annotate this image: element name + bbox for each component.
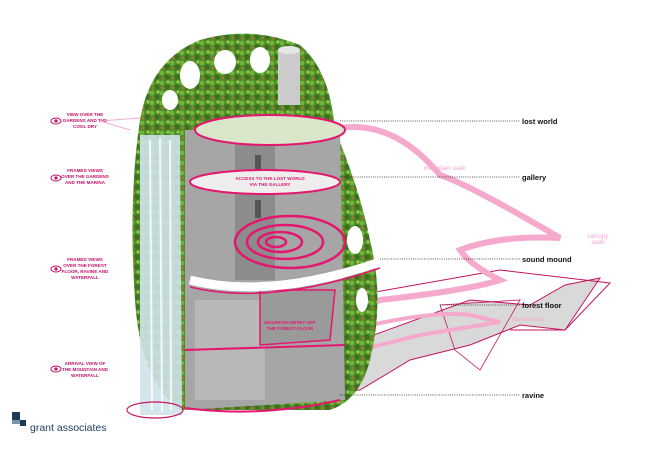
ravine-walk-label: ravine walk <box>512 316 545 323</box>
waterfall <box>126 135 184 419</box>
svg-text:grant associates: grant associates <box>30 422 106 434</box>
chimney <box>278 50 300 105</box>
greenery-openings <box>162 47 368 312</box>
eye-icon <box>50 365 62 373</box>
label-forest-floor: forest floor <box>522 301 562 310</box>
eye-icon <box>50 117 62 125</box>
label-sound-mound: sound mound <box>522 255 572 264</box>
level-labels: lost world gallery sound mound forest fl… <box>340 117 572 400</box>
eye-icon <box>50 174 62 182</box>
label-ravine: ravine <box>522 391 544 400</box>
tower-core <box>184 114 382 413</box>
grant-associates-logo: grant associates <box>12 412 106 434</box>
label-lost-world: lost world <box>522 117 558 126</box>
eye-icon <box>50 265 62 273</box>
mountain-walk-label: mountain walk <box>424 165 466 172</box>
label-gallery: gallery <box>522 173 547 182</box>
